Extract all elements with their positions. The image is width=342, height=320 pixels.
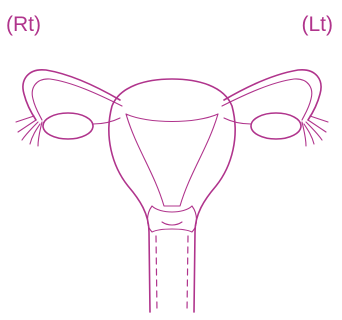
ovarian-ligament-right: [93, 118, 120, 124]
cervix: [148, 206, 197, 232]
uterus-body: [109, 79, 235, 312]
uterine-cavity: [126, 114, 218, 206]
ovary-left: [251, 113, 301, 139]
cervical-os: [162, 222, 182, 225]
vaginal-wall-right: [187, 236, 188, 312]
vaginal-wall-left: [156, 236, 157, 312]
ovarian-ligament-left: [224, 118, 251, 124]
fimbriae-left: [302, 116, 328, 146]
ovary-right: [43, 113, 93, 139]
fimbriae-right: [16, 116, 42, 146]
